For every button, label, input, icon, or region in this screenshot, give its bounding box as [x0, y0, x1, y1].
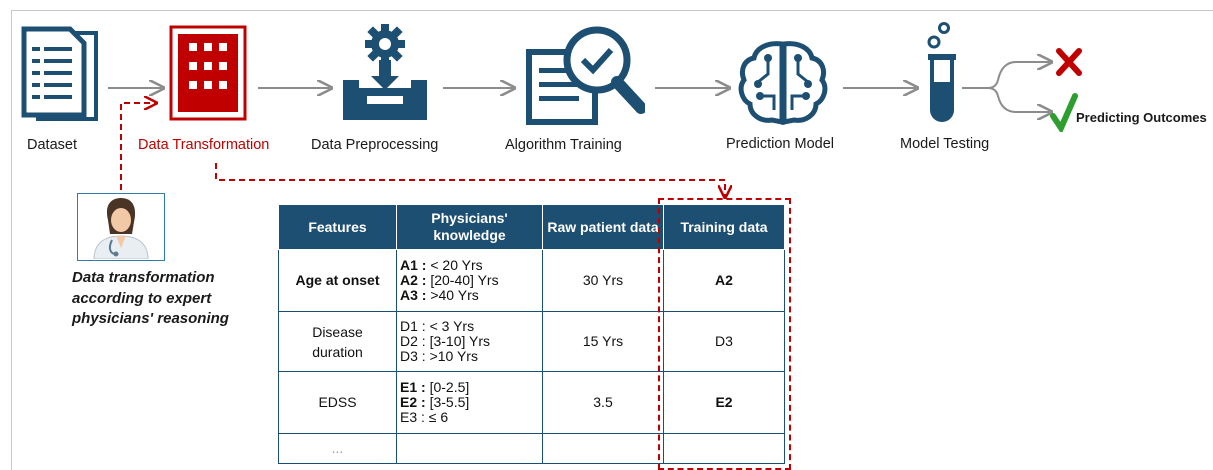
label-dataset: Dataset — [27, 137, 77, 153]
table-row: Age at onset A1 : < 20 Yrs A2 : [20-40] … — [278, 249, 785, 312]
cell-empty — [663, 433, 785, 464]
cell-raw: 3.5 — [542, 371, 664, 434]
red-cross-icon — [1056, 48, 1082, 76]
level-line: E1 : [0-2.5] — [400, 379, 470, 395]
arrow-testing-fork — [962, 62, 1050, 89]
level-line: D1 : < 3 Yrs — [400, 318, 475, 334]
arrow-testing-fork-lower — [987, 87, 1050, 112]
level-line: D3 : >10 Yrs — [400, 348, 478, 364]
cell-empty — [542, 433, 664, 464]
header-features: Features — [278, 204, 397, 250]
table-header-row: Features Physicians' knowledge Raw patie… — [278, 204, 785, 250]
cell-ellipsis: ... — [278, 433, 397, 464]
header-physicians-knowledge: Physicians' knowledge — [396, 204, 543, 250]
gear-inbox-icon — [343, 24, 427, 120]
grid-matrix-icon — [169, 25, 247, 121]
cell-levels: D1 : < 3 Yrs D2 : [3-10] Yrs D3 : >10 Yr… — [396, 311, 543, 372]
level-line: A3 : >40 Yrs — [400, 287, 479, 303]
brain-circuit-icon — [738, 41, 828, 126]
level-line: D2 : [3-10] Yrs — [400, 333, 491, 349]
level-line: A2 : [20-40] Yrs — [400, 272, 499, 288]
diagram-frame — [11, 10, 1213, 470]
cell-empty — [396, 433, 543, 464]
table-row: EDSS E1 : [0-2.5] E2 : [3-5.5] E3 : ≤ 6 … — [278, 371, 785, 434]
feature-table: Features Physicians' knowledge Raw patie… — [278, 204, 785, 464]
header-raw-patient-data: Raw patient data — [542, 204, 664, 250]
level-line: E2 : [3-5.5] — [400, 394, 470, 410]
cell-training: E2 — [663, 371, 785, 434]
header-training-data: Training data — [663, 204, 785, 250]
label-model-testing: Model Testing — [900, 136, 990, 152]
cell-training: D3 — [663, 311, 785, 372]
label-data-preprocessing: Data Preprocessing — [311, 137, 439, 153]
cell-raw: 15 Yrs — [542, 311, 664, 372]
expert-caption: Data transformation according to expert … — [72, 268, 229, 330]
physician-avatar-frame — [77, 193, 165, 261]
expert-caption-line: according to expert — [72, 289, 212, 307]
label-data-transformation: Data Transformation — [138, 137, 270, 153]
training-data-highlight — [658, 198, 791, 470]
level-line: E3 : ≤ 6 — [400, 409, 449, 425]
document-magnifier-icon — [526, 26, 645, 125]
dashed-arrow-to-training — [215, 163, 725, 196]
label-predicting-outcomes: Predicting Outcomes — [1076, 110, 1207, 125]
expert-caption-line: Data transformation — [72, 269, 215, 286]
green-check-icon — [1050, 93, 1078, 132]
cell-training: A2 — [663, 249, 785, 312]
cell-feature: EDSS — [278, 371, 397, 434]
cell-feature: Age at onset — [278, 249, 397, 312]
table-row: ... — [278, 433, 785, 464]
label-prediction-model: Prediction Model — [726, 136, 834, 152]
cell-levels: A1 : < 20 Yrs A2 : [20-40] Yrs A3 : >40 … — [396, 249, 543, 312]
test-tube-icon — [927, 22, 956, 122]
cell-raw: 30 Yrs — [542, 249, 664, 312]
expert-caption-line: physicians' reasoning — [72, 310, 229, 327]
level-line: A1 : < 20 Yrs — [400, 257, 483, 273]
cell-feature: Disease duration — [278, 311, 397, 372]
label-algorithm-training: Algorithm Training — [505, 137, 622, 153]
physician-avatar — [93, 198, 149, 260]
cell-levels: E1 : [0-2.5] E2 : [3-5.5] E3 : ≤ 6 — [396, 371, 543, 434]
dataset-icon — [21, 26, 98, 121]
